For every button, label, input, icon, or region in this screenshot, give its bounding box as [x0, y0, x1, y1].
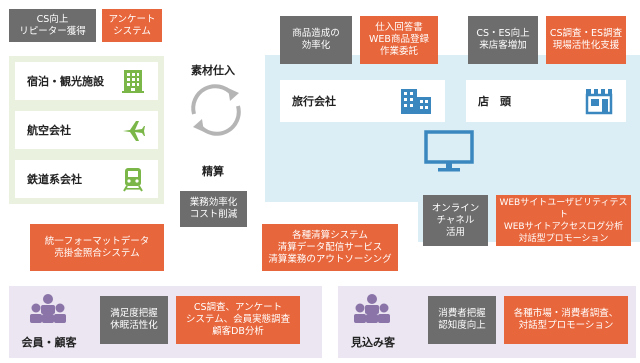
airplane-icon: [120, 117, 146, 143]
airline-label: 航空会社: [27, 124, 71, 137]
product-efficiency-box: 商品造成の 効率化: [280, 16, 352, 64]
airline-row: 航空会社: [15, 111, 158, 149]
travel-agency-label: 旅行会社: [292, 95, 336, 108]
cs-survey-box: CS調査、アンケート システム、会員実態調査 顧客DB分析: [176, 296, 300, 344]
lodging-row: 宿泊・観光施設: [15, 62, 158, 100]
material-procurement-label: 素材仕入: [191, 64, 235, 77]
monitor-icon: [424, 130, 474, 174]
satisfaction-box: 満足度把握 休眠活性化: [100, 296, 168, 344]
storefront-label: 店 頭: [478, 95, 511, 108]
cs-es-box: CS・ES向上 来店客増加: [468, 16, 538, 64]
travel-agency-row: 旅行会社: [280, 80, 445, 122]
storefront-row: 店 頭: [466, 80, 626, 122]
building-icon: [120, 68, 146, 94]
shop-icon: [584, 87, 614, 115]
train-icon: [120, 166, 146, 192]
cycle-arrows-icon: [186, 80, 246, 140]
settlement-label: 精算: [202, 165, 224, 178]
efficiency-box: 業務効率化 コスト削減: [180, 191, 247, 227]
consumer-awareness-box: 消費者把握 認知度向上: [428, 296, 496, 344]
cs-es-survey-box: CS調査・ES調査 現場活性化支援: [546, 16, 626, 64]
right-channel-panel: [265, 55, 640, 202]
survey-system-box: アンケート システム: [102, 9, 162, 42]
prospect-people-icon: [352, 293, 392, 325]
member-customer-label: 会員・顧客: [21, 336, 77, 349]
market-survey-box: 各種市場・消費者調査、 対話型プロモーション: [504, 296, 628, 344]
railway-row: 鉄道系会社: [15, 160, 158, 198]
member-people-icon: [28, 293, 68, 325]
cs-repeater-box: CS向上 リピーター獲得: [9, 9, 96, 42]
railway-label: 鉄道系会社: [27, 173, 82, 186]
unified-format-box: 統一フォーマットデータ 売掛金照合システム: [30, 224, 164, 271]
lodging-label: 宿泊・観光施設: [27, 75, 104, 88]
office-building-icon: [399, 87, 433, 115]
online-channel-box: オンライン チャネル 活用: [423, 195, 488, 246]
prospect-label: 見込み客: [351, 336, 395, 349]
settlement-services-box: 各種清算システム 清算データ配信サービス 清算業務のアウトソーシング: [262, 224, 398, 271]
web-registration-box: 仕入回答書 WEB商品登録 作業委託: [360, 16, 438, 64]
web-usability-box: WEBサイトユーザビリティテスト WEBサイトアクセスログ分析 対話型プロモーシ…: [496, 195, 631, 246]
